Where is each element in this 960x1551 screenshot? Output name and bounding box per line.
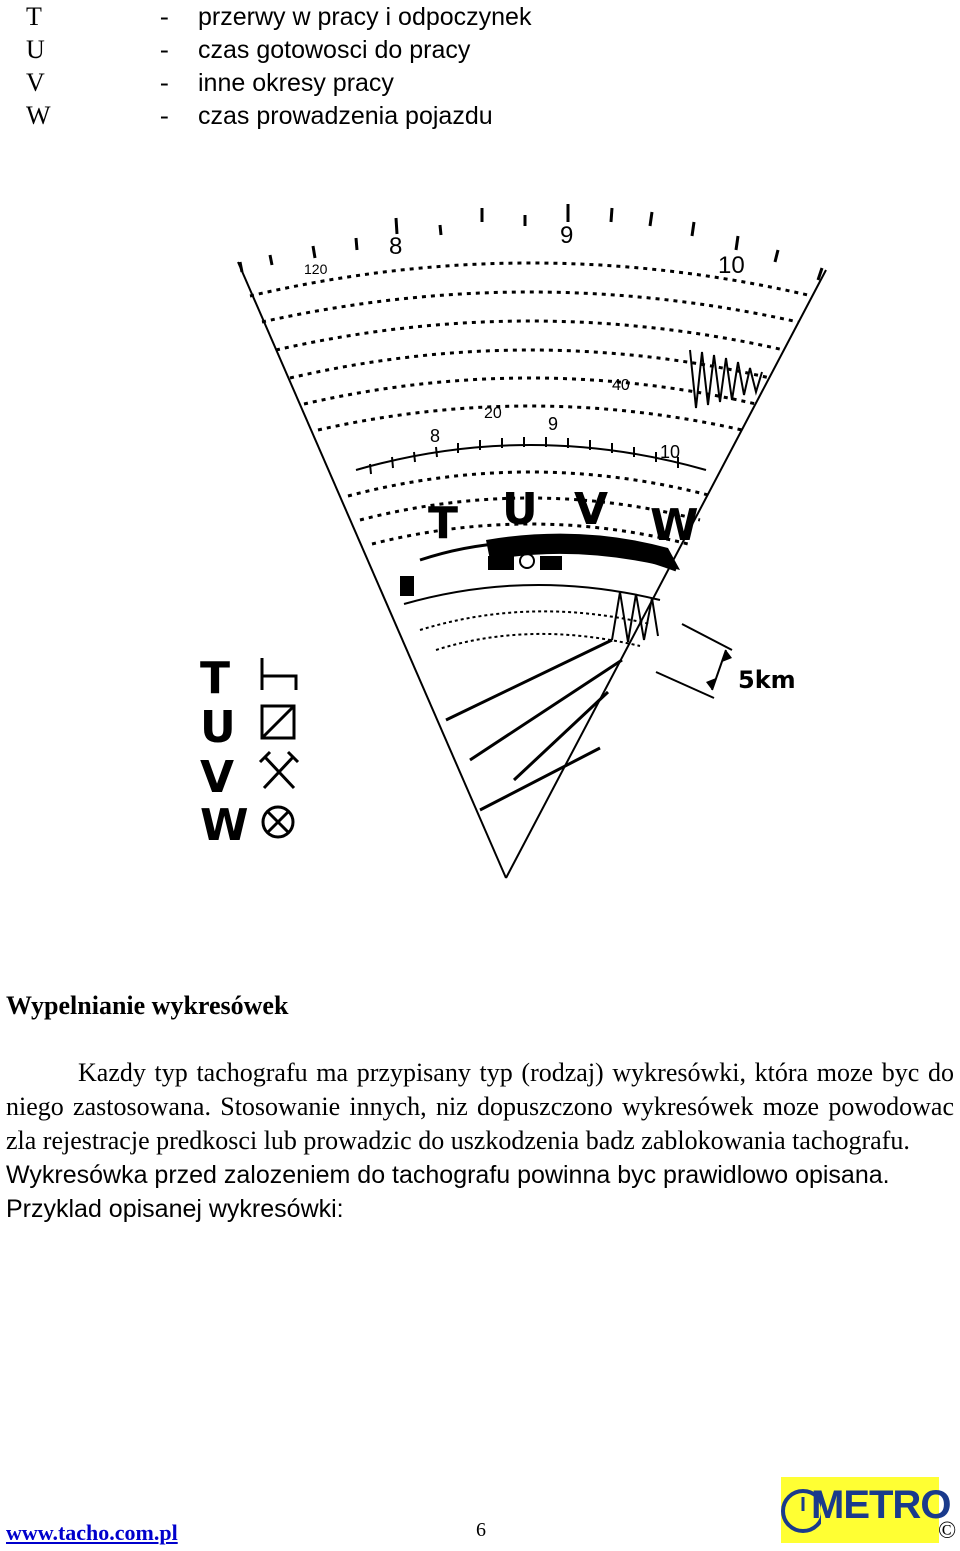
legend-letter: V xyxy=(26,68,45,97)
dimension-arrow xyxy=(711,649,727,691)
speed-trace xyxy=(689,349,763,409)
side-letters: T U V W xyxy=(200,653,249,851)
paragraph-intro: Kazdy typ tachografu ma przypisany typ (… xyxy=(6,1058,954,1155)
side-letter-v: V xyxy=(200,752,234,803)
paragraph-description: Wykresówka przed zalozeniem do tachograf… xyxy=(6,1161,890,1189)
outer-hour-8: 8 xyxy=(389,233,402,260)
legend-desc: inne okresy pracy xyxy=(198,69,394,97)
lower-arcs xyxy=(403,583,661,651)
outer-ticks xyxy=(238,204,824,281)
metro-logo: METRO xyxy=(781,1477,951,1543)
side-icons xyxy=(258,658,300,839)
legend-letter: T xyxy=(26,2,42,31)
mode-letters: T U V W xyxy=(428,484,699,551)
arrow-head-bottom xyxy=(706,678,716,690)
copyright-symbol: © xyxy=(938,1518,957,1544)
body-text: Kazdy typ tachografu ma przypisany typ (… xyxy=(6,1056,954,1226)
legend-dash: - xyxy=(160,35,169,64)
mode-letter-t: T xyxy=(428,498,458,549)
hammers-icon xyxy=(258,750,300,790)
outer-hour-9: 9 xyxy=(560,222,573,249)
mode-arcs xyxy=(347,470,713,546)
side-letter-t: T xyxy=(200,653,230,704)
outer-hour-10: 10 xyxy=(718,252,745,279)
activity-block-small xyxy=(488,556,514,570)
page-number: 6 xyxy=(476,1519,486,1541)
box-cross-icon xyxy=(260,704,296,740)
legend-dash: - xyxy=(160,2,169,31)
logo-text: METRO xyxy=(811,1483,951,1527)
distance-lines xyxy=(445,638,623,812)
inner-hour-9: 9 xyxy=(548,414,558,434)
inner-hour-8: 8 xyxy=(430,426,440,446)
tachograph-chart-diagram: 8 9 10 120 20 40 8 9 10 xyxy=(200,204,827,879)
outer-partial-label: 120 xyxy=(304,261,328,277)
inner-ticks xyxy=(369,437,679,475)
legend-dash: - xyxy=(160,101,169,130)
dimension-line-top xyxy=(681,623,733,651)
steering-wheel-icon xyxy=(519,553,535,569)
sector-right-edge xyxy=(505,269,827,879)
distance-label: 5km xyxy=(738,666,796,694)
legend-letter: U xyxy=(26,35,45,64)
legend-letter: W xyxy=(26,101,51,130)
legend-dash: - xyxy=(160,68,169,97)
section-title: Wypelnianie wykresówek xyxy=(6,991,289,1020)
legend-desc: czas gotowosci do pracy xyxy=(198,36,471,64)
dimension-line-bottom xyxy=(655,671,715,699)
legend-desc: przerwy w pracy i odpoczynek xyxy=(198,3,532,31)
speed-label-20: 20 xyxy=(484,405,502,422)
arrow-head-top xyxy=(722,650,732,662)
sector-left-edge xyxy=(237,261,507,879)
clock-icon xyxy=(781,1489,821,1533)
paragraph-example: Przyklad opisanej wykresówki: xyxy=(6,1195,344,1223)
activity-block-small xyxy=(540,556,562,570)
side-letter-u: U xyxy=(200,702,236,753)
activity-block xyxy=(400,576,414,596)
mode-letter-w: W xyxy=(650,500,699,551)
bed-icon xyxy=(260,658,298,690)
legend-desc: czas prowadzenia pojazdu xyxy=(198,102,493,130)
mode-letter-u: U xyxy=(502,484,538,535)
speed-label-40: 40 xyxy=(612,377,630,394)
side-letter-w: W xyxy=(200,800,249,851)
distance-trace xyxy=(611,591,659,643)
inner-hour-10: 10 xyxy=(660,442,680,462)
steering-wheel-icon xyxy=(261,805,295,839)
speed-arcs xyxy=(249,261,813,432)
website-link[interactable]: www.tacho.com.pl xyxy=(6,1520,178,1545)
activity-bar xyxy=(486,533,680,570)
mode-letter-v: V xyxy=(574,484,608,535)
inner-time-arc xyxy=(355,444,707,471)
